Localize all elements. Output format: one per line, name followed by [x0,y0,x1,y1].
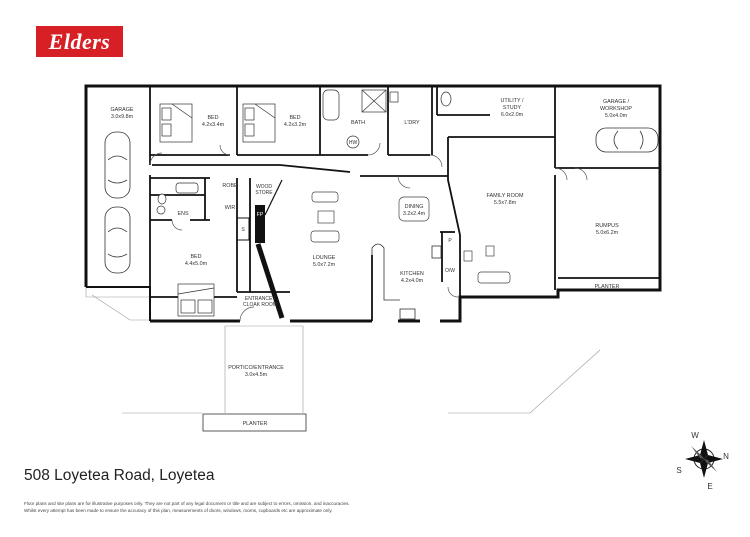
property-address: 508 Loyetea Road, Loyetea [24,467,215,484]
kitchen-label: KITCHEN [400,271,424,277]
portico-size: 3.0x4.5m [245,372,268,378]
bed-icon [177,283,215,317]
car-icon [104,131,131,199]
interior-walls [149,86,660,322]
wir-label: WIR [225,205,236,211]
planter-right-label: PLANTER [595,284,620,290]
robe-label: ROBE [222,183,238,189]
compass-w: W [691,431,699,440]
disclaimer-line-2: Whilst every attempt has been made to en… [24,508,333,513]
entrance-label-2: CLOAK ROOM [243,302,277,308]
bed2-label: BED [289,115,300,121]
utility-size: 6.0x2.0m [501,112,524,118]
dining-size: 3.2x2.4m [403,211,426,217]
lounge-size: 5.0x7.2m [313,262,336,268]
bathroom-fixtures [156,89,452,215]
garage-size: 3.0x9.8m [111,114,134,120]
car-icon [595,127,659,153]
workshop-label-1: GARAGE / [603,99,630,105]
rumpus-size: 5.0x6.2m [596,230,619,236]
lounge-label: LOUNGE [313,255,336,261]
fireplace [236,179,285,319]
utility-label-2: STUDY [503,105,522,111]
garage-label: GARAGE [110,107,133,113]
entrance-label-1: ENTRANCE / [245,296,276,302]
p-label: P [448,238,452,244]
planter-bottom [202,413,307,432]
bed3-label: BED [190,254,201,260]
door-swings [149,142,588,322]
workshop-size: 5.0x4.0m [605,113,628,119]
fp-label: FP [257,212,264,218]
car-icon [104,206,131,274]
bed3-size: 4.4x5.0m [185,261,208,267]
bed-icon [242,103,276,143]
site-lines [85,287,601,414]
compass-n: N [723,452,729,461]
bed1-label: BED [207,115,218,121]
bath-label: BATH [351,120,365,126]
family-size: 5.5x7.8m [494,200,517,206]
ens-label: ENS [177,211,188,217]
utility-label-1: UTILITY / [501,98,524,104]
workshop-label-2: WORKSHOP [600,106,632,112]
compass-e: E [707,482,712,491]
s-label: S [241,227,245,233]
compass-s: S [676,466,681,475]
ow-label: O/W [445,268,455,274]
wood-store-label-1: WOOD [256,184,272,190]
bed-icon [159,103,193,143]
kitchen-size: 4.2x4.0m [401,278,424,284]
logo-text: Elders [48,29,111,54]
laundry-label: L'DRY [404,120,420,126]
kitchen-counters [371,243,442,320]
wood-store-label-2: STORE [255,190,273,196]
rumpus-label: RUMPUS [595,223,619,229]
elders-logo: Elders [36,26,123,57]
hw-label: HW [349,140,358,146]
planter-bottom-label: PLANTER [243,421,268,427]
portico-label: PORTICO/ENTRANCE [228,365,284,371]
family-label: FAMILY ROOM [487,193,524,199]
disclaimer-line-1: Floor plans and site plans are for illus… [24,501,350,506]
compass-icon [685,440,723,478]
bed1-size: 4.2x3.4m [202,122,225,128]
furniture [310,191,511,284]
dining-label: DINING [405,204,424,210]
bed2-size: 4.2x3.2m [284,122,307,128]
